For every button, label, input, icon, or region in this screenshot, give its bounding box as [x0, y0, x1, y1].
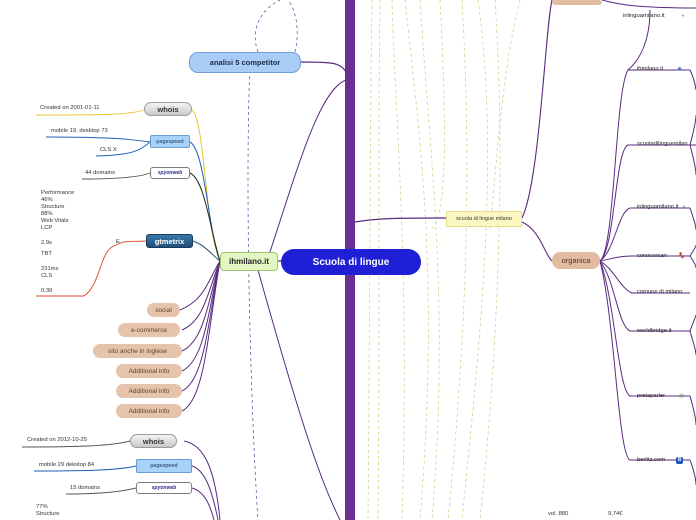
gtmetrix-line: 46% [41, 197, 53, 203]
organic-site-label[interactable]: comune di milano [637, 289, 683, 295]
volume-value: vol. 880 [548, 511, 569, 517]
spyonweb-detail: 44 domains [85, 170, 115, 176]
extra-info-node[interactable]: Additional info [116, 384, 182, 398]
organic-site-label[interactable]: ihmilano.it [637, 66, 664, 72]
pagespeed-button[interactable]: pagespeed [150, 135, 190, 148]
extra-info-node[interactable]: sito anche in inglese [93, 344, 182, 358]
organic-site-label[interactable]: worldbridge.it [637, 328, 672, 334]
organica-node[interactable]: organica [552, 252, 600, 269]
gtmetrix-line: CLS [41, 273, 53, 279]
whois-detail-2: Created on 2012-10-25 [27, 437, 87, 443]
extra-info-node[interactable]: Additional info [116, 364, 182, 378]
dash-icon: ━ [686, 327, 690, 334]
gtmetrix-line: 88% [41, 211, 53, 217]
extra-info-node[interactable]: Additional info [116, 404, 182, 418]
globe-icon: ◐ [681, 12, 686, 19]
organic-site-label[interactable]: corsicorsari [637, 253, 667, 259]
whois-detail: Created on 2001-01-11 [40, 105, 100, 111]
b-logo-icon: B [676, 456, 683, 464]
central-topic[interactable]: Scuola di lingue [281, 249, 421, 275]
gtmetrix-line: LCP [41, 225, 53, 231]
whois-button[interactable]: whois [144, 102, 192, 116]
gt-line-2-0: 77% [36, 504, 48, 510]
price-value: 9,74€ [608, 511, 623, 517]
gtmetrix-line: 231ms [41, 266, 59, 272]
gtmetrix-line: TBT [41, 251, 52, 257]
spyonweb-detail-2: 15 domains [70, 485, 100, 491]
gt-line-2-1: Structure [36, 511, 60, 517]
extra-info-node[interactable]: social [147, 303, 180, 317]
pagespeed-detail-2: mobile 29 dekstop 84 [39, 462, 95, 468]
analisi-competitor-node[interactable]: analisi 5 competitor [189, 52, 301, 73]
spyonweb-button[interactable]: spyonweb [150, 167, 190, 179]
gtmetrix-line: Web Vitals [41, 218, 69, 224]
gtmetrix-line: 0.39 [41, 288, 53, 294]
gtmetrix-grade: E [116, 239, 120, 245]
globe-icon: ◐ [682, 203, 687, 210]
pagespeed-cls: CLS X [100, 147, 117, 153]
flag-icon: ▚ [679, 252, 684, 259]
organic-site-label[interactable]: scuoladilinguemilan [637, 141, 688, 147]
gtmetrix-line: Performance [41, 190, 75, 196]
organic-site-label[interactable]: berlitz.com [637, 457, 666, 463]
pagespeed-button-2[interactable]: pagespeed [136, 459, 192, 473]
extra-info-node[interactable]: e-commerce [118, 323, 180, 337]
dashed-guides [367, 0, 521, 520]
organic-site-label[interactable]: inlinguamilano.it [623, 13, 665, 19]
organic-site-label[interactable]: pretaparler [637, 393, 666, 399]
spyonweb-button-2[interactable]: spyonweb [136, 482, 192, 494]
gtmetrix-button[interactable]: gtmetrix [146, 234, 193, 248]
whois-button-2[interactable]: whois [130, 434, 177, 448]
gtmetrix-line: Structure [41, 204, 65, 210]
pagespeed-detail: mobile 19, desktop 73 [51, 128, 108, 134]
ihmilano-node[interactable]: ihmilano.it [220, 252, 278, 271]
analisi-dashed-links [247, 0, 298, 520]
leaf-icon: ▤ [679, 392, 684, 399]
gtmetrix-line: 2.9s [41, 240, 52, 246]
scuola-milano-node[interactable]: scuola di lingue milano [446, 211, 522, 227]
globe-icon: ◉ [677, 65, 682, 72]
organic-site-label[interactable]: inlinguamilano.it [637, 204, 679, 210]
